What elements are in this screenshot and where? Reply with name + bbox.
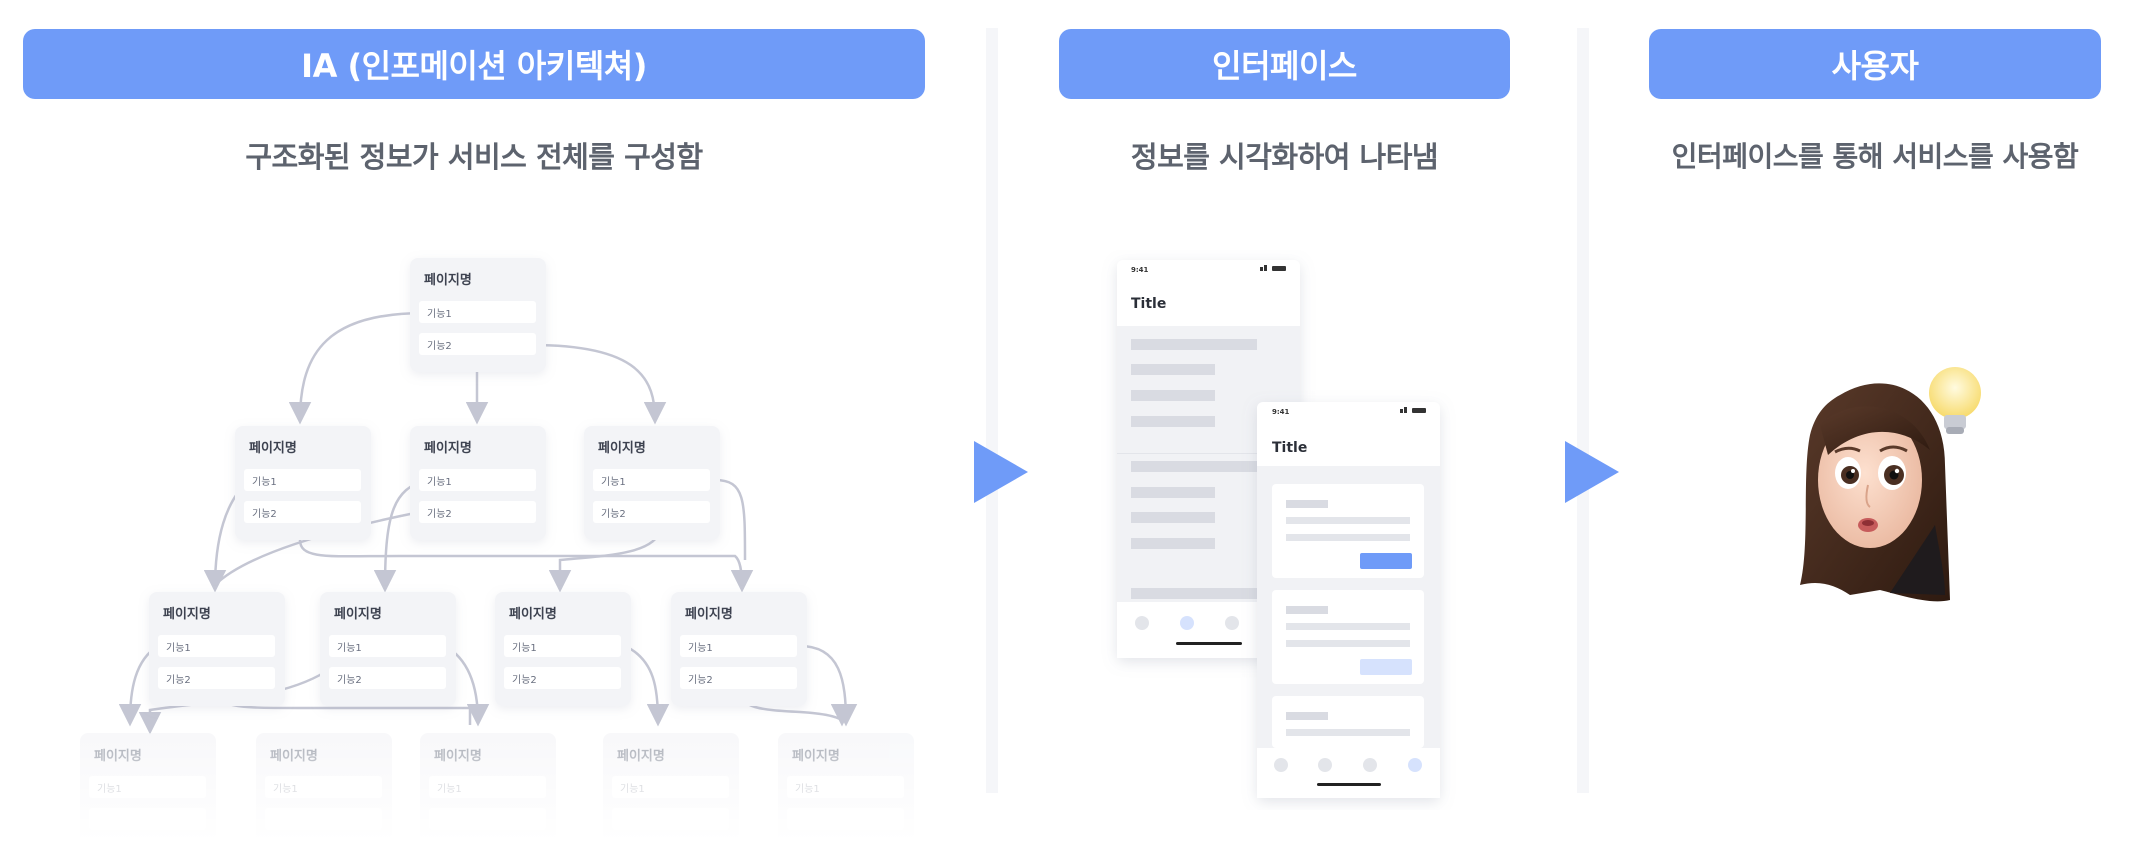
content-card-1 (1272, 484, 1424, 578)
ia-card-l2-4: 페이지명 기능1 기능2 (671, 592, 807, 706)
ia-tree-diagram: 페이지명 기능1 기능2 페이지명 기능1 기능2 페이지명 기능1 기능2 페… (0, 0, 960, 842)
play-arrow-icon (1565, 441, 1619, 503)
svg-text:페이지명: 페이지명 (334, 606, 382, 622)
user-title-pill: 사용자 (1649, 29, 2101, 99)
svg-text:기능1: 기능1 (427, 476, 452, 488)
svg-text:기능2: 기능2 (166, 674, 191, 686)
interface-title: 인터페이스 (1212, 41, 1357, 87)
phone-mockups: 9:41 Title 9:41 Title (1100, 250, 1480, 810)
svg-text:9:41: 9:41 (1272, 408, 1290, 416)
content-card-3 (1272, 696, 1424, 748)
page-label: 페이지명 (424, 272, 472, 288)
svg-text:페이지명: 페이지명 (598, 440, 646, 456)
section-divider-2 (1577, 28, 1589, 793)
svg-text:페이지명: 페이지명 (424, 440, 472, 456)
svg-text:기능1: 기능1 (601, 476, 626, 488)
ia-card-l1-2: 페이지명 기능1 기능2 (410, 426, 546, 540)
svg-text:Title: Title (1272, 440, 1307, 456)
svg-text:페이지명: 페이지명 (163, 606, 211, 622)
screen-title: Title (1131, 296, 1166, 312)
svg-text:기능1: 기능1 (427, 308, 452, 320)
play-arrow-icon (974, 441, 1028, 503)
content-card-2 (1272, 590, 1424, 684)
svg-text:페이지명: 페이지명 (249, 440, 297, 456)
svg-text:기능1: 기능1 (688, 642, 713, 654)
svg-text:기능1: 기능1 (166, 642, 191, 654)
card-secondary-button (1360, 659, 1412, 675)
status-time: 9:41 (1131, 266, 1149, 274)
interface-subtitle: 정보를 시각화하여 나타냄 (1059, 133, 1510, 177)
ia-card-l1-1: 페이지명 기능1 기능2 (235, 426, 371, 540)
bottom-fade (0, 735, 960, 842)
svg-text:페이지명: 페이지명 (509, 606, 557, 622)
ia-card-l2-3: 페이지명 기능1 기능2 (495, 592, 631, 706)
interface-title-pill: 인터페이스 (1059, 29, 1510, 99)
svg-text:기능2: 기능2 (427, 340, 452, 352)
user-subtitle: 인터페이스를 통해 서비스를 사용함 (1620, 133, 2130, 177)
card-primary-button (1360, 553, 1412, 569)
ia-card-root: 페이지명 기능1 기능2 (410, 258, 546, 372)
ia-card-l1-3: 페이지명 기능1 기능2 (584, 426, 720, 540)
svg-text:기능2: 기능2 (512, 674, 537, 686)
svg-text:기능2: 기능2 (688, 674, 713, 686)
ia-card-l2-1: 페이지명 기능1 기능2 (149, 592, 285, 706)
svg-text:기능2: 기능2 (601, 508, 626, 520)
phone-front: 9:41 Title (1257, 402, 1440, 798)
svg-text:기능2: 기능2 (252, 508, 277, 520)
svg-text:기능1: 기능1 (252, 476, 277, 488)
svg-text:기능1: 기능1 (337, 642, 362, 654)
user-illustration (1780, 355, 2000, 615)
avatar-memoji (1800, 383, 1950, 601)
svg-text:페이지명: 페이지명 (685, 606, 733, 622)
svg-text:기능2: 기능2 (427, 508, 452, 520)
svg-text:기능2: 기능2 (337, 674, 362, 686)
section-divider-1 (986, 28, 998, 793)
ia-card-l2-2: 페이지명 기능1 기능2 (320, 592, 456, 706)
user-title: 사용자 (1832, 41, 1919, 87)
svg-text:기능1: 기능1 (512, 642, 537, 654)
